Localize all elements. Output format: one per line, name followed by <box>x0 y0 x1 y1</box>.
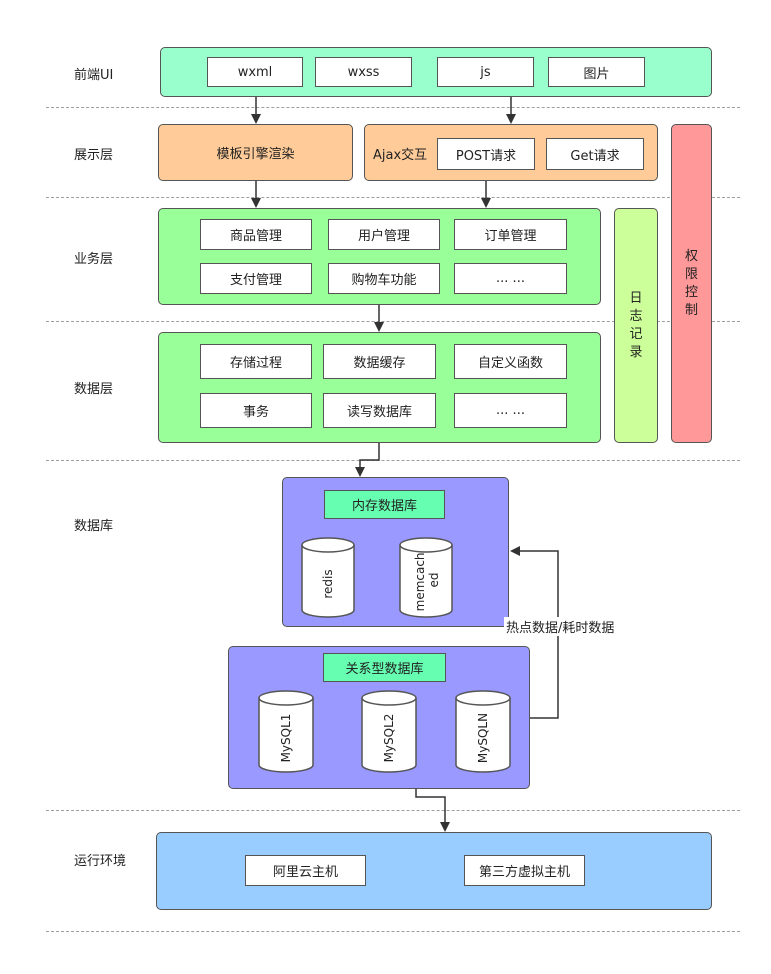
data-item-stored-procedure: 存储过程 <box>200 344 312 379</box>
relational-db-title: 关系型数据库 <box>323 653 446 682</box>
data-item-custom-function: 自定义函数 <box>454 344 567 379</box>
auth-panel: 权 限 控 制 <box>671 124 712 443</box>
business-item-payment: 支付管理 <box>200 263 312 294</box>
mysql1-label: MySQL1 <box>279 714 293 763</box>
memcached-cylinder: memcach ed <box>399 537 453 618</box>
template-engine-label: 模板引擎渲染 <box>216 147 295 162</box>
data-item-read-write-db: 读写数据库 <box>323 393 436 428</box>
layer-label-data: 数据层 <box>74 382 114 397</box>
ajax-label: Ajax交互 <box>373 148 428 163</box>
auth-char: 限 <box>684 266 698 282</box>
layer-divider <box>46 107 740 108</box>
layer-label-business: 业务层 <box>74 252 114 267</box>
template-engine-panel: 模板引擎渲染 <box>158 124 353 181</box>
mysql2-label: MySQL2 <box>382 714 396 763</box>
redis-label: redis <box>321 569 335 598</box>
business-item-product: 商品管理 <box>200 219 312 250</box>
data-item-transaction: 事务 <box>200 393 312 428</box>
frontend-item-wxml: wxml <box>207 57 303 87</box>
data-item-cache: 数据缓存 <box>323 344 436 379</box>
layer-divider <box>46 931 740 932</box>
log-char: 记 <box>629 326 643 342</box>
runtime-item-aliyun: 阿里云主机 <box>245 855 366 886</box>
frontend-item-images: 图片 <box>548 57 645 87</box>
arrow-data-to-database <box>355 443 380 477</box>
mysql2-cylinder: MySQL2 <box>361 690 417 773</box>
business-item-more: ... ... <box>454 263 567 294</box>
mysql1-cylinder: MySQL1 <box>258 690 314 773</box>
redis-cylinder: redis <box>301 537 355 618</box>
auth-char: 控 <box>684 284 698 300</box>
hot-data-label: 热点数据/耗时数据 <box>504 617 617 636</box>
log-panel: 日 志 记 录 <box>614 208 658 443</box>
memcached-label-line1: memcach <box>413 552 427 611</box>
get-request-box: Get请求 <box>546 138 644 170</box>
layer-divider <box>46 197 740 198</box>
business-item-order: 订单管理 <box>454 219 567 250</box>
auth-char: 权 <box>684 248 698 264</box>
frontend-item-js: js <box>437 57 534 87</box>
data-item-more: ... ... <box>454 393 567 428</box>
memcached-label: memcach ed <box>413 549 441 612</box>
mysqln-label: MySQLN <box>476 713 490 763</box>
arrow-database-to-runtime <box>415 789 450 832</box>
layer-label-database: 数据库 <box>74 519 114 534</box>
layer-label-runtime: 运行环境 <box>74 854 127 869</box>
log-char: 录 <box>629 344 643 360</box>
layer-label-frontend: 前端UI <box>74 68 114 83</box>
layer-divider <box>46 810 740 811</box>
layer-divider <box>46 460 740 461</box>
memcached-label-line2: ed <box>427 573 441 588</box>
log-char: 志 <box>629 308 643 324</box>
layer-divider <box>46 321 740 322</box>
mysqln-cylinder: MySQLN <box>455 690 511 773</box>
business-item-cart: 购物车功能 <box>328 263 440 294</box>
frontend-item-wxss: wxss <box>315 57 412 87</box>
memory-db-title: 内存数据库 <box>324 490 445 519</box>
auth-char: 制 <box>684 302 698 318</box>
log-char: 日 <box>629 290 643 306</box>
runtime-item-third-party: 第三方虚拟主机 <box>464 855 585 886</box>
layer-label-presentation: 展示层 <box>74 148 114 163</box>
post-request-box: POST请求 <box>437 138 535 170</box>
business-item-user: 用户管理 <box>328 219 440 250</box>
